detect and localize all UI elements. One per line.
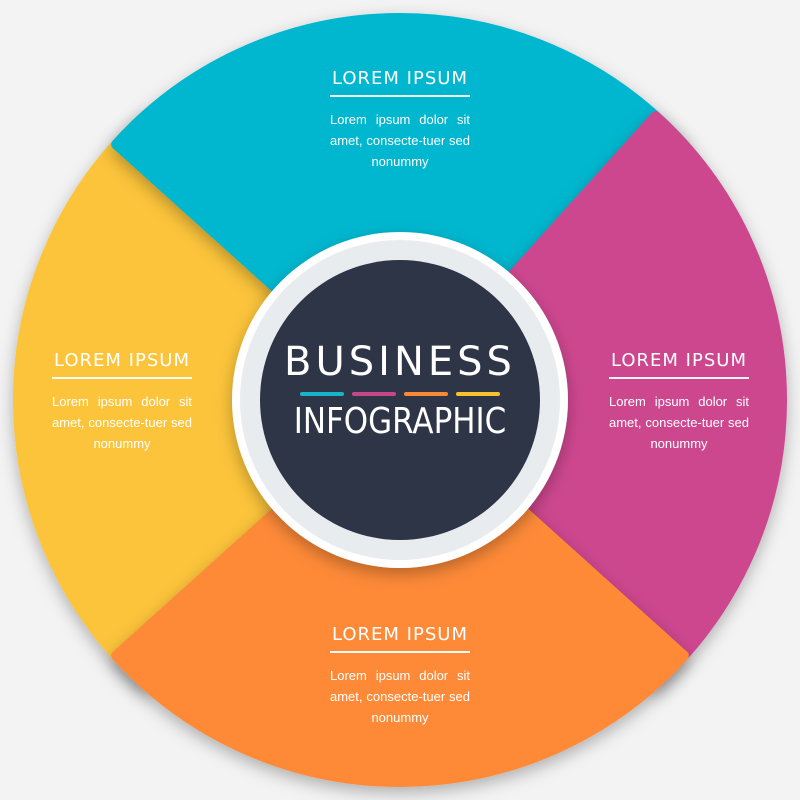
segment-bottom-text: Lorem ipsum dolor sit amet, consecte-tue… [330, 668, 470, 725]
segment-bottom-title: LOREM IPSUM [330, 624, 470, 653]
center-dash-4 [456, 392, 500, 396]
segment-bottom-label: LOREM IPSUM Lorem ipsum dolor sit amet, … [330, 624, 470, 728]
segment-top-title: LOREM IPSUM [330, 68, 470, 97]
segment-left-label: LOREM IPSUM Lorem ipsum dolor sit amet, … [52, 350, 192, 454]
segment-top-label: LOREM IPSUM Lorem ipsum dolor sit amet, … [330, 68, 470, 172]
segment-left-title: LOREM IPSUM [52, 350, 192, 379]
center-title-line2: INFOGRAPHIC [293, 401, 507, 442]
center-circle [260, 260, 540, 540]
segment-right-title: LOREM IPSUM [609, 350, 749, 379]
segment-left-text: Lorem ipsum dolor sit amet, consecte-tue… [52, 394, 192, 451]
center-dash-3 [404, 392, 448, 396]
segment-right-text: Lorem ipsum dolor sit amet, consecte-tue… [609, 394, 749, 451]
center-dash-2 [352, 392, 396, 396]
segment-top-text: Lorem ipsum dolor sit amet, consecte-tue… [330, 112, 470, 169]
center-dash-1 [300, 392, 344, 396]
center-title-line1: BUSINESS [284, 339, 516, 385]
segment-right-label: LOREM IPSUM Lorem ipsum dolor sit amet, … [609, 350, 749, 454]
center-dashes [262, 392, 538, 396]
center-title: BUSINESS INFOGRAPHIC [262, 340, 538, 442]
